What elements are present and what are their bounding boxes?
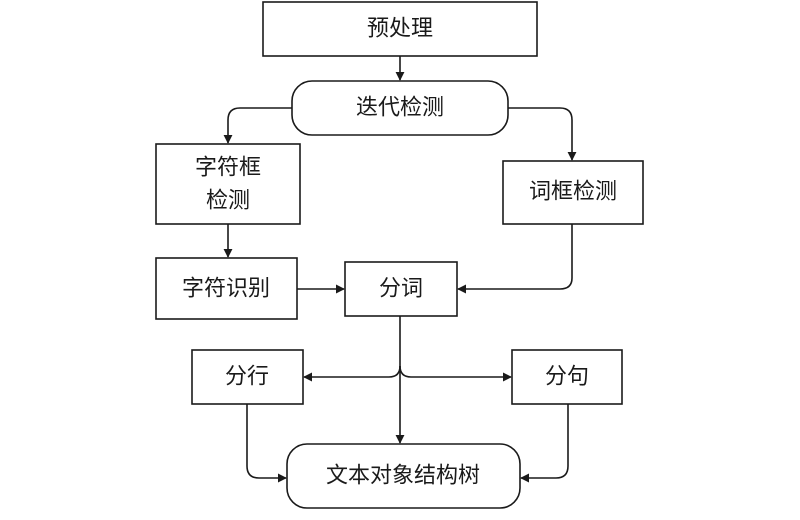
- node-char-box-detection-label-line2: 检测: [206, 189, 250, 214]
- edge-sentence-split-to-tree: [520, 404, 569, 483]
- node-iterative-detection: 迭代检测: [291, 80, 509, 136]
- node-text-object-tree-label: 文本对象结构树: [326, 464, 480, 489]
- node-line-split-label: 分行: [225, 365, 269, 390]
- node-word-box-detection: 词框检测: [502, 160, 644, 225]
- edge-segmentation-to-sentence-split: [399, 365, 512, 382]
- node-char-box-detection: 字符框 检测: [155, 143, 301, 225]
- edge-segmentation-to-line-split: [303, 365, 401, 382]
- edge-iterative-to-char-box: [223, 107, 292, 144]
- edge-word-box-to-segmentation: [457, 224, 573, 294]
- node-preprocess: 预处理: [262, 1, 538, 57]
- edge-line-split-to-tree: [246, 404, 287, 483]
- node-line-split: 分行: [191, 349, 304, 405]
- node-preprocess-label: 预处理: [367, 17, 433, 42]
- node-char-recognition: 字符识别: [155, 257, 298, 320]
- node-segmentation-label: 分词: [379, 277, 423, 302]
- node-iterative-detection-label: 迭代检测: [356, 96, 444, 121]
- node-sentence-split: 分句: [511, 349, 623, 405]
- node-segmentation: 分词: [344, 261, 458, 317]
- edge-iterative-to-word-box: [508, 107, 577, 161]
- node-word-box-detection-label: 词框检测: [529, 180, 617, 205]
- node-char-box-detection-label-line1: 字符框: [195, 156, 261, 181]
- node-sentence-split-label: 分句: [545, 365, 589, 390]
- node-char-recognition-label: 字符识别: [182, 277, 270, 302]
- node-text-object-tree: 文本对象结构树: [286, 443, 521, 509]
